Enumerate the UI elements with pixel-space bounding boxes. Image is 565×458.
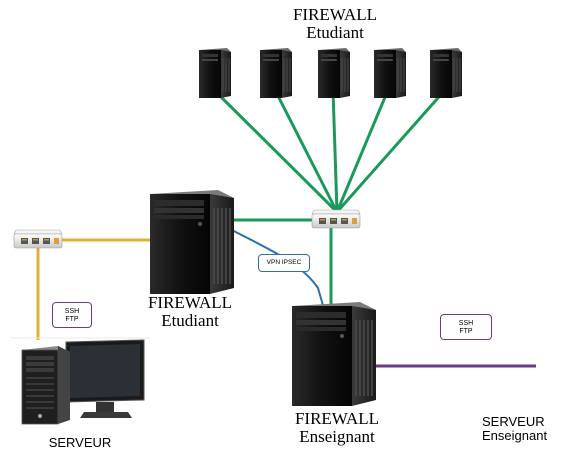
server-right-label: SERVEUR Enseignant bbox=[482, 415, 565, 443]
link-to-tower-4 bbox=[335, 89, 390, 213]
mid-firewall-label: FIREWALL Etudiant bbox=[130, 294, 250, 330]
top-firewall-subtitle: Etudiant bbox=[306, 23, 364, 42]
top-firewall-label: FIREWALL Etudiant bbox=[270, 6, 400, 42]
network-switch-icon bbox=[311, 209, 361, 229]
mid-firewall-title: FIREWALL bbox=[147, 293, 233, 312]
bottom-firewall-label: FIREWALL Enseignant bbox=[272, 410, 402, 446]
server-left-label: SERVEUR bbox=[48, 435, 112, 450]
server-right-title: SERVEUR bbox=[482, 414, 545, 429]
bottom-firewall-subtitle: Enseignant bbox=[299, 427, 375, 446]
top-firewall-title: FIREWALL bbox=[292, 5, 378, 24]
server-tower-icon bbox=[198, 47, 232, 99]
server-tower-icon bbox=[259, 47, 293, 99]
link-to-tower-3 bbox=[331, 89, 339, 213]
server-right-subtitle: Enseignant bbox=[482, 428, 548, 443]
ssh-ftp-tag-right: SSH FTP bbox=[440, 314, 492, 340]
workstation-icon bbox=[21, 339, 145, 425]
server-tower-icon bbox=[429, 47, 463, 99]
ssh-right-label: SSH bbox=[458, 320, 474, 327]
firewall-enseignant-tower-icon bbox=[291, 301, 377, 407]
link-to-tower-2 bbox=[273, 89, 339, 213]
server-tower-icon bbox=[317, 47, 351, 99]
link-to-tower-5 bbox=[335, 89, 447, 213]
network-switch-icon bbox=[13, 229, 63, 249]
vpn-ipsec-tag: VPN IPSEC bbox=[258, 254, 310, 272]
ssh-left-label: SSH bbox=[64, 308, 80, 315]
bottom-firewall-title: FIREWALL bbox=[294, 409, 380, 428]
mid-firewall-subtitle: Etudiant bbox=[161, 311, 219, 330]
ftp-left-label: FTP bbox=[65, 316, 79, 323]
ssh-ftp-tag-left: SSH FTP bbox=[52, 302, 92, 328]
yellow-links bbox=[36, 238, 150, 340]
green-links bbox=[212, 88, 447, 318]
link-to-tower-1 bbox=[212, 88, 339, 214]
server-tower-icon bbox=[373, 47, 407, 99]
ftp-right-label: FTP bbox=[459, 328, 473, 335]
firewall-etudiant-tower-icon bbox=[149, 189, 235, 295]
